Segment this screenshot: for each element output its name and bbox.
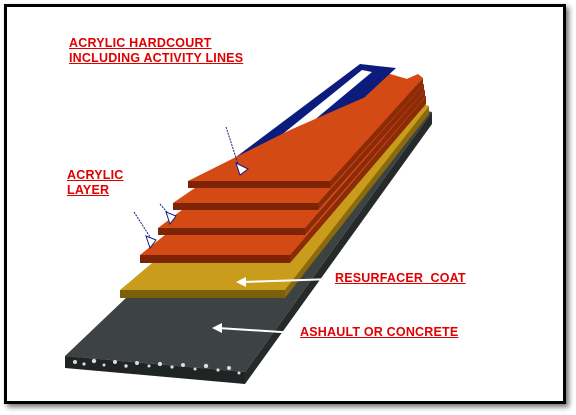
title-label: ACRYLIC HARDCOURT INCLUDING ACTIVITY LIN… — [69, 36, 243, 66]
resurfacer-coat-label: RESURFACER COAT — [335, 271, 466, 285]
acrylic-pointer-arrows — [133, 126, 249, 250]
acrylic-label-line-1: ACRYLIC — [67, 168, 124, 182]
acrylic-label-line-2: LAYER — [67, 183, 110, 197]
title-line-2: INCLUDING ACTIVITY LINES — [69, 51, 244, 65]
label-pointer-arrows — [212, 277, 334, 334]
asphalt-concrete-label: ASHAULT OR CONCRETE — [300, 325, 459, 339]
acrylic-layer-label: ACRYLIC LAYER — [67, 168, 124, 198]
hardcourt-top-layer — [188, 64, 423, 188]
title-line-1: ACRYLIC HARDCOURT — [69, 36, 212, 50]
